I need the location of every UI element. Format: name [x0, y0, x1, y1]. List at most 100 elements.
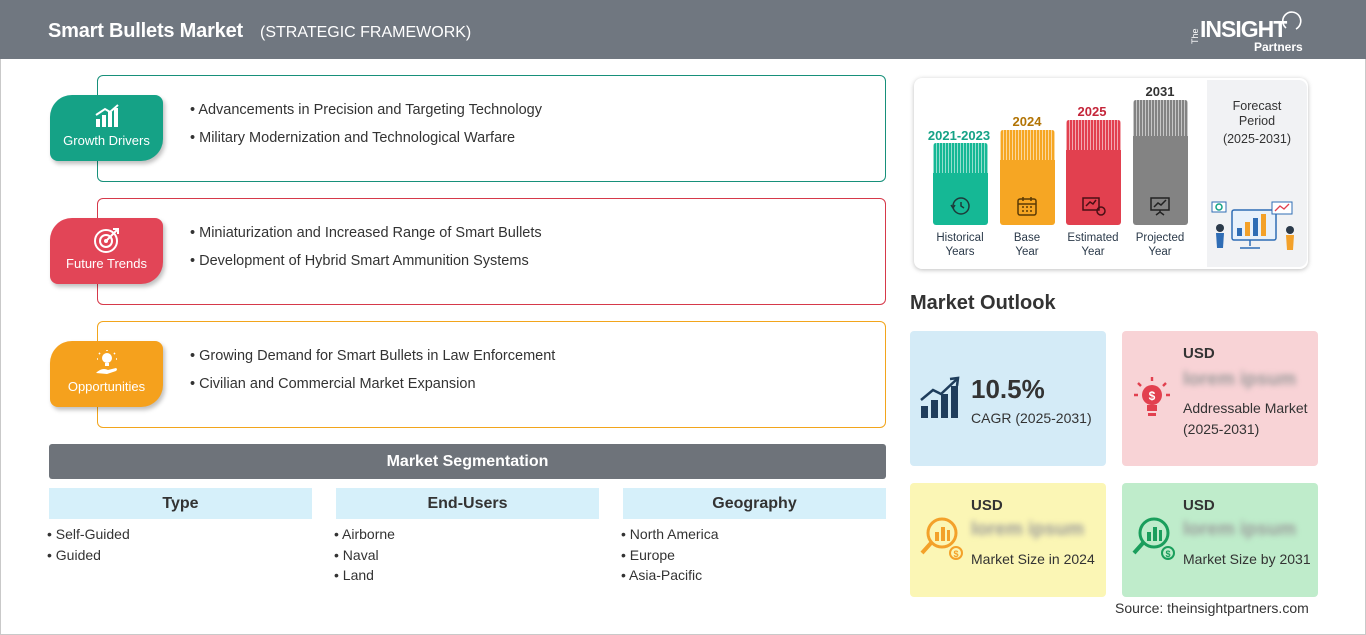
list-item: Naval	[334, 545, 395, 566]
lightbulb-hand-icon	[96, 350, 117, 374]
target-icon	[94, 228, 119, 253]
base-year-bar	[1000, 130, 1055, 225]
list-item: Civilian and Commercial Market Expansion	[190, 370, 555, 398]
base-year-label: 2024	[1012, 114, 1042, 129]
market-size-2024-label: Market Size in 2024	[971, 551, 1095, 567]
future-trends-label: Future Trends	[66, 256, 147, 271]
forecast-label-line1: Forecast	[1232, 99, 1282, 113]
base-caption-line2: Year	[1015, 246, 1039, 258]
bar-stripes	[1000, 130, 1055, 160]
estimated-year-label: 2025	[1077, 104, 1107, 119]
historical-caption-line1: Historical	[936, 232, 984, 244]
growth-chart-icon	[920, 376, 960, 418]
historical-year-label: 2021-2023	[927, 128, 991, 143]
future-trends-list: Miniaturization and Increased Range of S…	[190, 219, 542, 275]
addressable-value: lorem ipsum	[1183, 369, 1296, 390]
segment-type-list: Self-Guided Guided	[47, 524, 130, 565]
growth-drivers-label: Growth Drivers	[63, 133, 150, 148]
svg-text:$: $	[953, 549, 958, 559]
opportunities-card: Growing Demand for Smart Bullets in Law …	[97, 321, 886, 428]
list-item: North America	[621, 524, 719, 545]
historical-bar	[933, 143, 988, 225]
list-item: Asia-Pacific	[621, 565, 719, 586]
market-size-2024-value: lorem ipsum	[971, 519, 1084, 540]
market-segmentation-title: Market Segmentation	[49, 444, 886, 479]
segment-type-header: Type	[49, 488, 312, 519]
market-outlook-title: Market Outlook	[910, 292, 1056, 314]
list-item: Airborne	[334, 524, 395, 545]
projected-year-bar	[1133, 100, 1188, 225]
lightbulb-dollar-icon: $	[1134, 377, 1170, 416]
bar-stripes	[1133, 100, 1188, 136]
list-item: Europe	[621, 545, 719, 566]
future-trends-badge: Future Trends	[50, 218, 163, 284]
base-year-caption: Base Year	[992, 231, 1062, 259]
forecast-analytics-illustration-icon	[1211, 201, 1294, 250]
segment-geography-header: Geography	[623, 488, 886, 519]
header-bar: Smart Bullets Market (STRATEGIC FRAMEWOR…	[0, 0, 1366, 59]
magnifier-chart-coin-icon: $	[1132, 517, 1175, 560]
bar-stripes	[933, 143, 988, 173]
market-size-2031-value: lorem ipsum	[1183, 519, 1296, 540]
market-size-2031-currency: USD	[1183, 497, 1215, 514]
list-item: Guided	[47, 545, 130, 566]
cagr-label: CAGR (2025-2031)	[971, 410, 1092, 426]
list-item: Advancements in Precision and Targeting …	[190, 96, 542, 124]
opportunities-list: Growing Demand for Smart Bullets in Law …	[190, 342, 555, 398]
market-size-2024-box: $ USD lorem ipsum Market Size in 2024	[910, 483, 1106, 597]
growth-drivers-card: Advancements in Precision and Targeting …	[97, 75, 886, 182]
base-caption-line1: Base	[1013, 232, 1041, 244]
addressable-currency: USD	[1183, 345, 1215, 362]
growth-drivers-list: Advancements in Precision and Targeting …	[190, 96, 542, 152]
segment-end-users-header: End-Users	[336, 488, 599, 519]
bar-chart-growth-icon	[95, 104, 119, 127]
page-title: Smart Bullets Market	[48, 20, 243, 42]
market-size-2031-box: $ USD lorem ipsum Market Size by 2031	[1122, 483, 1318, 597]
addressable-market-box: $ USD lorem ipsum Addressable Market (20…	[1122, 331, 1318, 466]
list-item: Military Modernization and Technological…	[190, 124, 542, 152]
source-attribution: Source: theinsightpartners.com	[1115, 600, 1309, 616]
svg-text:$: $	[1165, 549, 1170, 559]
future-trends-card: Miniaturization and Increased Range of S…	[97, 198, 886, 305]
growth-drivers-badge: Growth Drivers	[50, 95, 163, 161]
list-item: Self-Guided	[47, 524, 130, 545]
projected-year-label: 2031	[1145, 84, 1175, 99]
list-item: Growing Demand for Smart Bullets in Law …	[190, 342, 555, 370]
addressable-label: Addressable Market (2025-2031)	[1183, 400, 1308, 437]
calendar-icon	[1017, 197, 1037, 216]
projected-caption-line1: Projected	[1135, 232, 1185, 244]
opportunities-badge: Opportunities	[50, 341, 163, 407]
svg-text:$: $	[1149, 389, 1156, 403]
estimate-chart-icon	[1082, 197, 1106, 216]
estimated-year-caption: Estimated Year	[1058, 231, 1128, 259]
list-item: Miniaturization and Increased Range of S…	[190, 219, 542, 247]
logo-insight-text: INSIGHT	[1200, 16, 1287, 42]
estimated-year-bar	[1066, 120, 1121, 225]
cagr-box: 10.5% CAGR (2025-2031)	[910, 331, 1106, 466]
forecast-label-line2: Period	[1238, 114, 1276, 128]
segment-geography-list: North America Europe Asia-Pacific	[621, 524, 719, 586]
logo-the-text: The	[1190, 28, 1200, 44]
forecast-period-range: (2025-2031)	[1222, 132, 1292, 146]
estimated-caption-line1: Estimated	[1067, 232, 1119, 244]
market-size-2024-currency: USD	[971, 497, 1003, 514]
projected-caption-line2: Year	[1148, 246, 1172, 258]
page-subtitle: (STRATEGIC FRAMEWORK)	[260, 24, 472, 41]
historical-caption-line2: Years	[945, 246, 975, 258]
cagr-value: 10.5%	[971, 374, 1045, 404]
bar-stripes	[1066, 120, 1121, 150]
magnifier-chart-coin-icon: $	[920, 517, 963, 560]
presentation-board-icon	[1150, 197, 1170, 216]
market-size-2031-label: Market Size by 2031	[1183, 551, 1311, 567]
logo-swoosh-icon	[1282, 11, 1302, 30]
insight-partners-logo[interactable]: The INSIGHT Partners	[1190, 10, 1310, 54]
opportunities-label: Opportunities	[67, 379, 146, 394]
segment-end-users-list: Airborne Naval Land	[334, 524, 395, 586]
historical-caption: Historical Years	[925, 231, 995, 259]
estimated-caption-line2: Year	[1081, 246, 1105, 258]
list-item: Development of Hybrid Smart Ammunition S…	[190, 247, 542, 275]
projected-year-caption: Projected Year	[1125, 231, 1195, 259]
list-item: Land	[334, 565, 395, 586]
logo-partners-text: Partners	[1254, 40, 1303, 54]
history-clock-icon	[950, 197, 970, 215]
